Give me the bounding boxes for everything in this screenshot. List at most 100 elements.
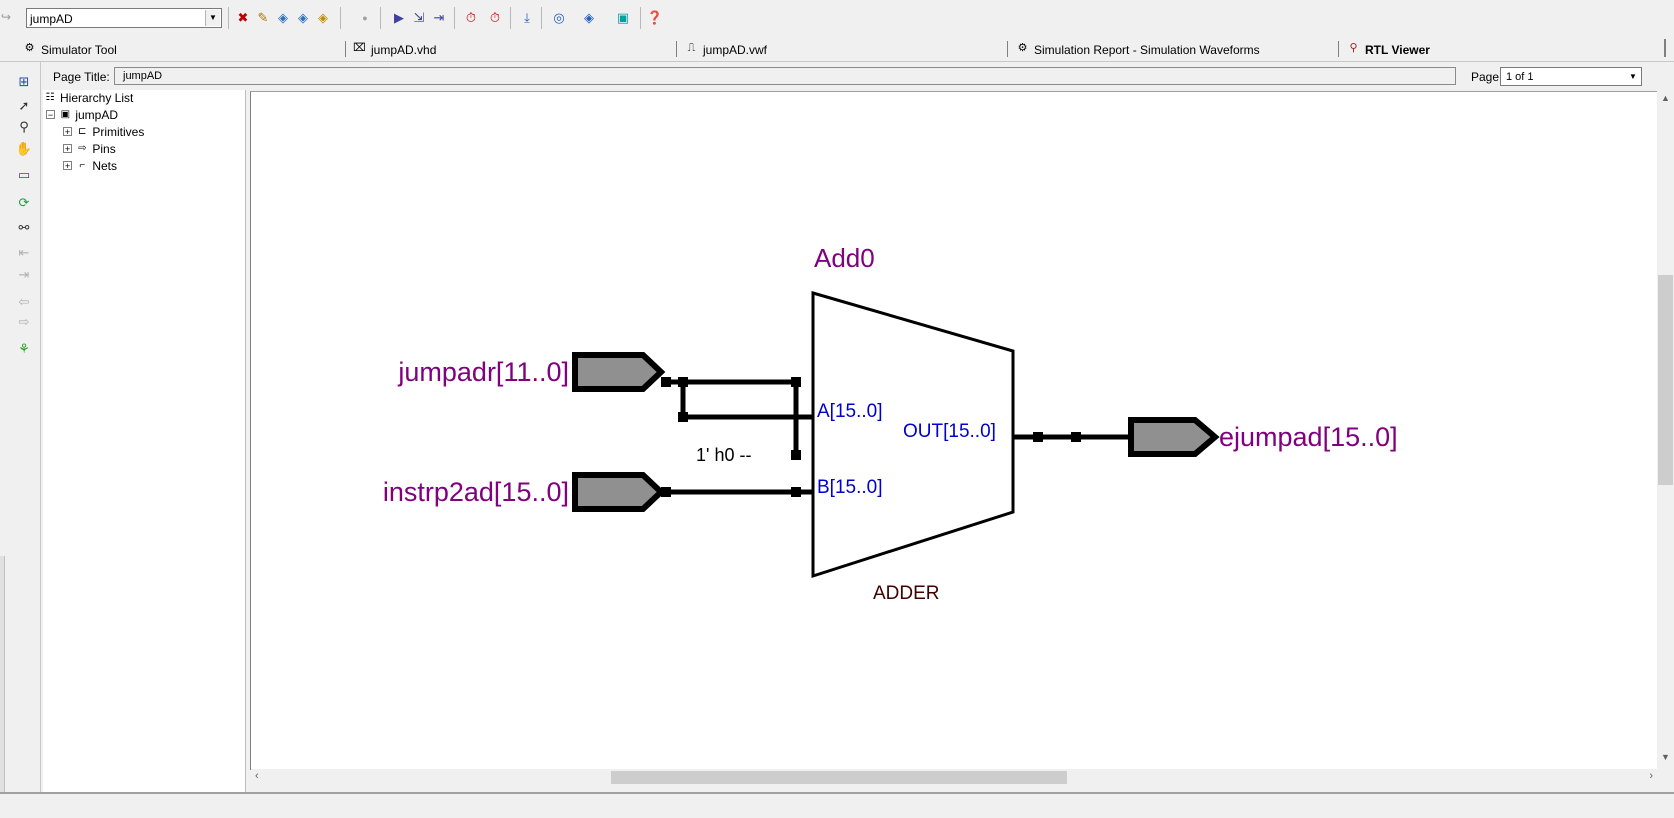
- help-icon[interactable]: ❓: [646, 10, 664, 25]
- tree-item-primitives[interactable]: + ⊏Primitives: [63, 124, 144, 140]
- redo-icon[interactable]: ↪: [1, 10, 12, 24]
- toolbar-separator: [380, 7, 381, 29]
- page-title-label: Page Title:: [53, 70, 110, 84]
- timing-analyzer-icon[interactable]: ⏱: [489, 10, 501, 25]
- tree-item-label: Pins: [92, 141, 116, 156]
- timequest-icon[interactable]: ⏱: [465, 10, 477, 25]
- refresh-icon[interactable]: ⟳: [18, 195, 30, 210]
- tab-vhd-file[interactable]: ⌧ jumpAD.vhd: [352, 37, 672, 61]
- port-b-label: B[15..0]: [817, 477, 883, 498]
- toolbar-separator: [228, 7, 229, 29]
- tab-simulation-report[interactable]: ⚙ Simulation Report - Simulation Wavefor…: [1015, 37, 1335, 61]
- assignment-editor-icon[interactable]: ▣: [616, 10, 630, 25]
- status-bar: [0, 792, 1674, 818]
- tab-vwf-file[interactable]: ⎍ jumpAD.vwf: [684, 37, 1004, 61]
- horizontal-scrollbar[interactable]: ‹ ›: [251, 769, 1657, 786]
- vertical-scroll-thumb[interactable]: [1658, 275, 1673, 485]
- toolbar-separator: [640, 7, 641, 29]
- pin-icon: ⇨: [78, 142, 87, 154]
- project-selector[interactable]: jumpAD ▼: [26, 8, 222, 28]
- pencil-icon[interactable]: ✎: [257, 10, 269, 25]
- output-pin-ejumpad[interactable]: [1128, 417, 1220, 457]
- toolbar-separator: [510, 7, 511, 29]
- junction: [678, 377, 688, 387]
- tab-label: Simulation Report - Simulation Waveforms: [1034, 43, 1260, 57]
- schematic-svg: Add0 ADDER A[15..0] B[15..0] OUT[15..0] …: [383, 243, 1398, 604]
- junction: [1033, 432, 1043, 442]
- play-icon[interactable]: ▶: [394, 10, 404, 25]
- horizontal-scroll-thumb[interactable]: [611, 771, 1067, 784]
- tab-label: Simulator Tool: [41, 43, 117, 57]
- hierarchy-list-icon: ☷: [45, 91, 55, 103]
- scroll-left-icon[interactable]: ‹: [255, 770, 259, 782]
- tree-item-nets[interactable]: + ⌐Nets: [63, 158, 117, 174]
- simulator-tool-icon: ⚙: [24, 42, 35, 54]
- stop-icon[interactable]: ●: [362, 13, 368, 23]
- toolbar-separator: [541, 7, 542, 29]
- forward-icon[interactable]: ⇨: [18, 314, 30, 329]
- scroll-down-icon[interactable]: ▼: [1661, 752, 1670, 762]
- hierarchy-up-icon[interactable]: ⊞: [18, 74, 30, 89]
- back-icon[interactable]: ⇦: [18, 294, 30, 309]
- rtl-viewer-icon: ⚲: [1349, 42, 1358, 54]
- main-toolbar: ↪ jumpAD ▼ ✖ ✎ ◈ ◈ ◈ ● ▶ ⇲ ⇥ ⏱ ⏱ ⤓ ◎ ◈ ▣…: [0, 0, 1674, 38]
- vertical-scrollbar[interactable]: ▲ ▼: [1657, 91, 1674, 772]
- selection-tool-icon[interactable]: ➚: [18, 98, 30, 113]
- rtl-tools-toolbar: ⊞ ➚ ⚲ ✋ ▭ ⟳ ⚯ ⇤ ⇥ ⇦ ⇨ ⚘: [0, 62, 41, 794]
- timing-icon[interactable]: ⇥: [433, 10, 445, 25]
- input-pin-jumpadr[interactable]: [572, 352, 666, 392]
- collapse-icon[interactable]: −: [46, 110, 55, 121]
- compile-fitter-icon[interactable]: ◈: [298, 10, 308, 25]
- expand-icon[interactable]: +: [63, 161, 72, 172]
- tree-root[interactable]: − ▣jumpAD: [46, 107, 118, 123]
- zoom-tool-icon[interactable]: ⚲: [19, 119, 29, 134]
- tab-divider: [676, 41, 677, 57]
- tree-item-pins[interactable]: + ⇨ Pins: [63, 141, 116, 157]
- expand-icon[interactable]: +: [63, 127, 72, 138]
- schematic-canvas[interactable]: Add0 ADDER A[15..0] B[15..0] OUT[15..0] …: [250, 91, 1661, 770]
- output-pin-name: ejumpad[15..0]: [1219, 422, 1398, 452]
- compile-analysis-icon[interactable]: ◈: [278, 10, 288, 25]
- hand-tool-icon[interactable]: ✋: [15, 141, 33, 156]
- back-page-icon[interactable]: ⇤: [18, 245, 30, 260]
- chevron-down-icon[interactable]: ▼: [205, 10, 220, 26]
- port-a-label: A[15..0]: [817, 401, 883, 422]
- adder-block[interactable]: [811, 291, 1015, 579]
- tab-simulator-tool[interactable]: ⚙ Simulator Tool: [22, 37, 342, 61]
- chevron-down-icon[interactable]: ▼: [1629, 72, 1637, 81]
- junction: [678, 412, 688, 422]
- tab-rtl-viewer[interactable]: ⚲ RTL Viewer: [1346, 37, 1646, 61]
- simulator-icon[interactable]: ⤓: [524, 10, 530, 25]
- compile-assembler-icon[interactable]: ◈: [318, 10, 328, 25]
- analysis-icon[interactable]: ⇲: [413, 10, 425, 25]
- forward-page-icon[interactable]: ⇥: [18, 267, 30, 282]
- page-selector[interactable]: 1 of 1 ▼: [1500, 67, 1642, 86]
- left-dock-edge: [0, 556, 5, 792]
- tree-root-label: jumpAD: [75, 107, 119, 122]
- stop-processing-icon[interactable]: ✖: [237, 10, 249, 25]
- document-tabs: ⚙ Simulator Tool ⌧ jumpAD.vhd ⎍ jumpAD.v…: [0, 37, 1674, 62]
- tree-item-label: Nets: [92, 158, 118, 173]
- expand-icon[interactable]: +: [63, 144, 72, 155]
- junction: [791, 487, 801, 497]
- scroll-right-icon[interactable]: ›: [1649, 770, 1653, 782]
- toolbar-separator: [340, 7, 341, 29]
- chip-planner-icon[interactable]: ◎: [553, 10, 565, 25]
- netlist-navigator-icon[interactable]: ⚘: [18, 341, 30, 356]
- hierarchy-panel: ☷Hierarchy List − ▣jumpAD + ⊏Primitives …: [43, 90, 246, 794]
- find-icon[interactable]: ⚯: [18, 220, 30, 235]
- project-selector-value: jumpAD: [30, 12, 73, 26]
- block-type-label: ADDER: [873, 583, 940, 604]
- tab-divider: [345, 41, 346, 57]
- page-title-field: jumpAD: [114, 67, 1456, 85]
- tab-label: RTL Viewer: [1365, 43, 1430, 57]
- programmer-icon[interactable]: ◈: [584, 10, 594, 25]
- block-name: Add0: [814, 243, 875, 273]
- input-pin-instrp2ad[interactable]: [572, 472, 666, 512]
- page-selector-value: 1 of 1: [1506, 71, 1534, 83]
- scroll-up-icon[interactable]: ▲: [1661, 93, 1670, 103]
- fit-in-window-icon[interactable]: ▭: [17, 167, 31, 182]
- junction: [661, 377, 671, 387]
- port-out-label: OUT[15..0]: [903, 421, 996, 442]
- tab-strip-edge: [1664, 39, 1666, 57]
